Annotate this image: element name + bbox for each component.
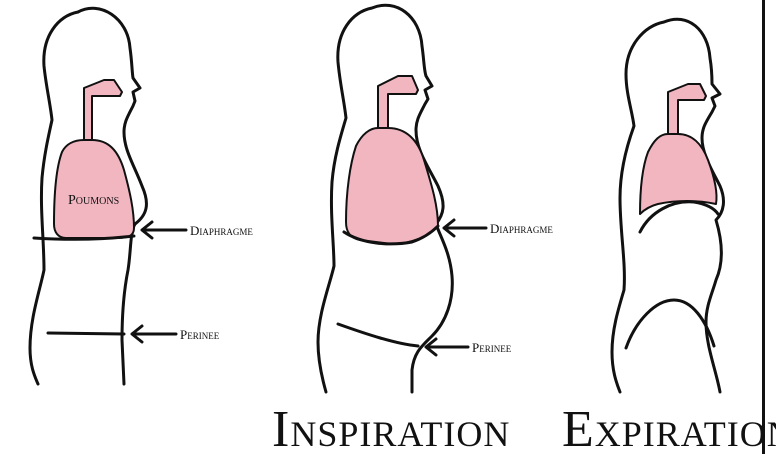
trachea-expiration bbox=[668, 84, 706, 134]
diaphragm-label-inspiration: Diaphragme bbox=[490, 221, 553, 236]
perineum-arrow-neutral bbox=[132, 326, 176, 342]
diaphragm-label-neutral: Diaphragme bbox=[190, 223, 253, 238]
lungs-label: Poumons bbox=[68, 193, 119, 208]
perineum-label-neutral: Perinee bbox=[180, 327, 220, 342]
figure-neutral: Poumons Diaphragme Perinee bbox=[30, 8, 253, 384]
inspiration-caption: Inspiration bbox=[272, 401, 510, 454]
perineum-dome-expiration bbox=[626, 300, 714, 348]
lungs-neutral bbox=[54, 140, 134, 238]
panel-divider bbox=[762, 0, 765, 454]
expiration-caption: Expiration bbox=[562, 401, 776, 454]
diaphragm-arrow-inspiration bbox=[444, 220, 486, 236]
figure-inspiration: Diaphragme Perinee Inspiration bbox=[272, 5, 553, 454]
trachea-neutral bbox=[84, 80, 122, 140]
perineum-line-inspiration bbox=[338, 324, 418, 346]
lungs-inspiration bbox=[346, 128, 438, 244]
diaphragm-arrow-neutral bbox=[142, 222, 186, 238]
perineum-arrow-inspiration bbox=[426, 339, 468, 355]
trachea-inspiration bbox=[378, 76, 418, 128]
perineum-line-neutral bbox=[48, 333, 124, 334]
perineum-label-inspiration: Perinee bbox=[472, 340, 512, 355]
figure-expiration: Expiration bbox=[562, 19, 776, 454]
